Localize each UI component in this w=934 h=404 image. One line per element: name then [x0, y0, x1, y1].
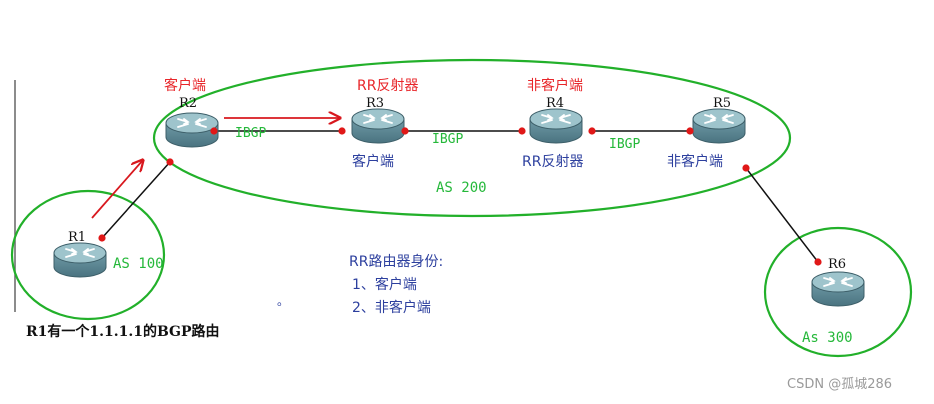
as300-label: As 300 [802, 330, 853, 346]
router-r4-icon [529, 108, 583, 144]
route-arrow-r1-r2 [91, 160, 143, 219]
port-r3-right [401, 127, 409, 135]
port-r5-left [686, 127, 694, 135]
link-label-r3-r4: IBGP [432, 132, 463, 147]
port-r5-down [742, 164, 750, 172]
router-name-r4: R4 [546, 96, 564, 111]
as200-boundary [152, 58, 792, 218]
links [101, 130, 819, 263]
link-label-r2-r3: IBGP [235, 126, 266, 141]
link-label-r4-r5: IBGP [609, 137, 640, 152]
port-r1 [98, 234, 106, 242]
port-r2-right [210, 127, 218, 135]
sub-label-r5: 非客户端 [667, 153, 723, 170]
sub-label-r3: 客户端 [352, 153, 394, 170]
router-r5-icon [692, 108, 746, 144]
rr-identity-title: RR路由器身份: [349, 254, 443, 270]
routers [53, 108, 865, 307]
router-name-r5: R5 [713, 96, 731, 111]
port-r2-down [166, 158, 174, 166]
role-label-r3: RR反射器 [357, 78, 418, 94]
port-r4-left [518, 127, 526, 135]
as100-label: AS 100 [113, 256, 164, 272]
stray-dot: 。 [277, 294, 289, 308]
port-r6 [814, 258, 822, 266]
port-r4-right [588, 127, 596, 135]
as300-boundary [763, 226, 913, 358]
router-r6-icon [811, 271, 865, 307]
port-dots [98, 127, 822, 266]
sub-label-r4: RR反射器 [522, 154, 583, 170]
link-r5-r6 [745, 167, 819, 263]
router-name-r1: R1 [68, 230, 86, 245]
router-r3-icon [351, 108, 405, 144]
as200-label: AS 200 [436, 180, 487, 196]
router-name-r2: R2 [179, 96, 197, 111]
as100-boundary [10, 189, 166, 321]
router-name-r3: R3 [366, 96, 384, 111]
port-r3-left [338, 127, 346, 135]
link-r1-r2 [101, 161, 171, 239]
role-label-r2: 客户端 [164, 77, 206, 94]
route-note: R1有一个1.1.1.1的BGP路由 [26, 323, 220, 340]
rr-identity-item-2: 2、非客户端 [352, 299, 431, 316]
csdn-watermark: CSDN @孤城286 [787, 377, 892, 392]
router-r2-icon [165, 112, 219, 148]
rr-identity-item-1: 1、客户端 [352, 276, 417, 293]
router-name-r6: R6 [828, 257, 846, 272]
router-r1-icon [53, 242, 107, 278]
role-label-r4: 非客户端 [527, 77, 583, 94]
